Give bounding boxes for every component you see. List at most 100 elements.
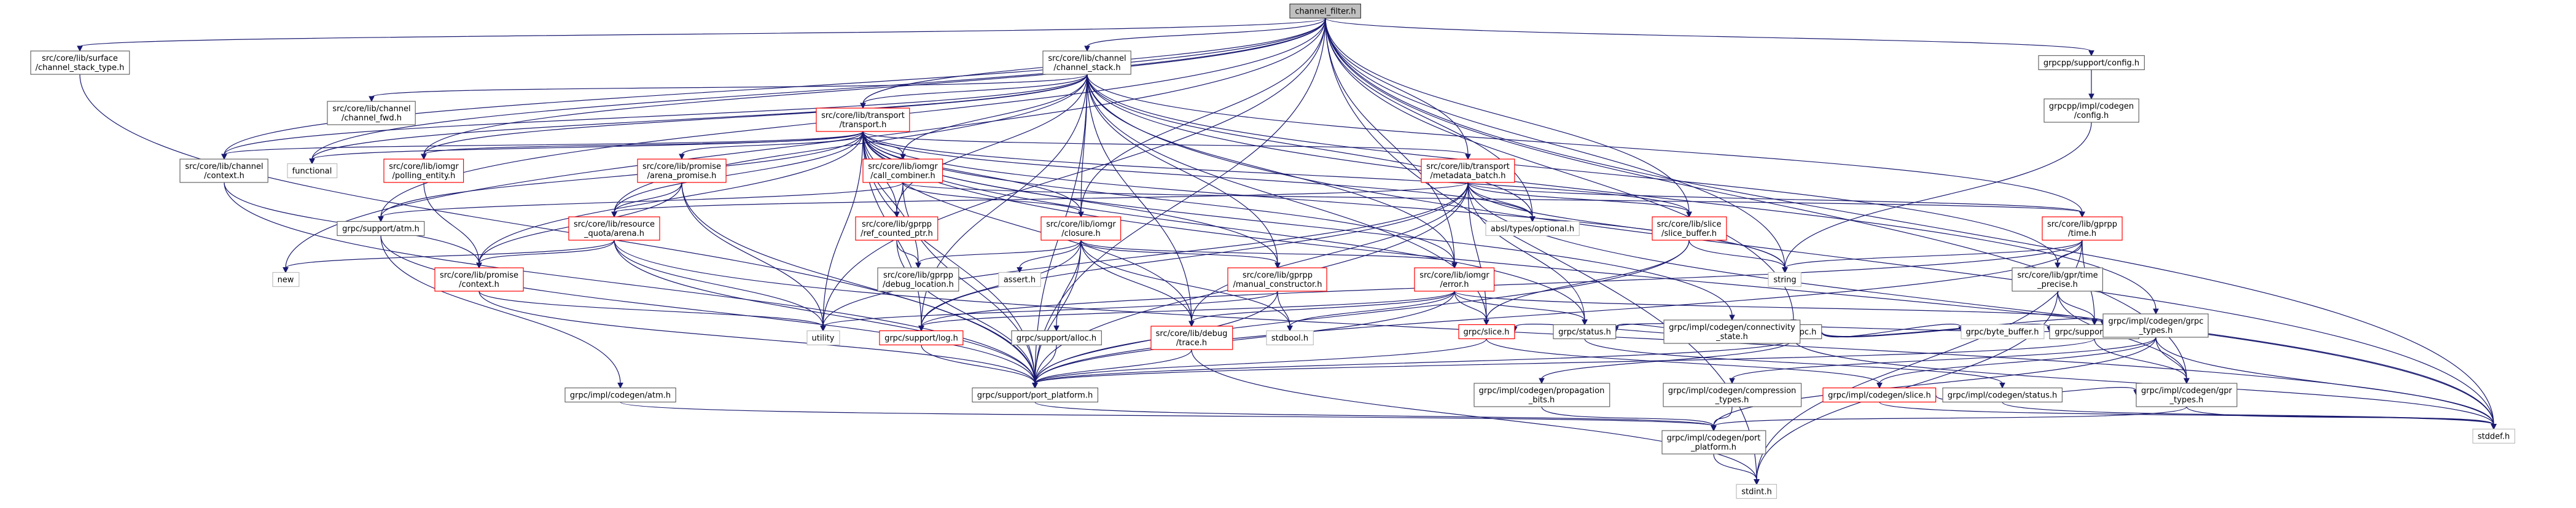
edge-root-to-chstack	[1087, 18, 1326, 47]
node-refptr[interactable]: src/core/lib/gprpp/ref_counted_ptr.h	[855, 216, 939, 241]
node-arena-promise[interactable]: src/core/lib/promise/arena_promise.h	[637, 158, 727, 183]
node-log[interactable]: grpc/support/log.h	[879, 330, 964, 346]
node-label: src/core/lib/resource	[574, 220, 655, 229]
edge-error-to-status	[1454, 291, 1585, 321]
node-grpcpp-config[interactable]: grpcpp/support/config.h	[2038, 55, 2145, 71]
node-chcontext[interactable]: src/core/lib/channel/context.h	[179, 158, 268, 183]
node-box	[1652, 216, 1727, 241]
edge-arrowhead	[369, 96, 375, 103]
node-label: src/core/lib/iomgr	[389, 162, 459, 171]
node-gtime[interactable]: src/core/lib/gprpp/time.h	[2042, 216, 2123, 241]
node-slice-buffer[interactable]: src/core/lib/slice/slice_buffer.h	[1652, 216, 1727, 241]
node-box	[1458, 324, 1515, 340]
node-label: grpc/support/log.h	[884, 334, 958, 343]
edge-arrowhead	[1078, 211, 1084, 218]
node-compression[interactable]: grpc/impl/codegen/compression_types.h	[1663, 383, 1802, 407]
node-pcontext[interactable]: src/core/lib/promise/context.h	[434, 267, 524, 292]
node-debug-loc[interactable]: src/core/lib/gprpp/debug_location.h	[877, 267, 959, 292]
node-box	[1011, 330, 1102, 346]
edge-arrowhead	[1188, 321, 1195, 327]
node-status[interactable]: grpc/status.h	[1553, 324, 1617, 340]
node-string[interactable]: string	[1768, 272, 1801, 287]
edge-metadata_batch-to-status	[1467, 182, 1585, 321]
node-impl-status[interactable]: grpc/impl/codegen/status.h	[1942, 387, 2063, 403]
node-chstack[interactable]: src/core/lib/channel/channel_stack.h	[1042, 50, 1131, 75]
node-box	[1736, 483, 1778, 499]
node-label: _platform.h	[1690, 443, 1736, 452]
node-grpc-types[interactable]: grpc/impl/codegen/grpc_types.h	[2102, 313, 2209, 338]
node-slice[interactable]: grpc/slice.h	[1458, 324, 1515, 340]
node-new[interactable]: new	[272, 272, 300, 287]
node-propagation[interactable]: grpc/impl/codegen/propagation_bits.h	[1473, 383, 1610, 407]
node-functional[interactable]: functional	[287, 163, 338, 179]
node-port-platform[interactable]: grpc/support/port_platform.h	[972, 387, 1099, 403]
node-label: /slice_buffer.h	[1661, 229, 1717, 238]
edge-atm-to-impl_atm	[380, 235, 621, 384]
node-gpr-time-precise[interactable]: src/core/lib/gpr/time_precise.h	[2012, 267, 2103, 292]
node-atm[interactable]: grpc/support/atm.h	[337, 221, 425, 236]
edge-grpc_h-to-propagation	[1541, 338, 1794, 380]
node-label: src/core/lib/transport	[1426, 162, 1510, 171]
node-box	[568, 216, 660, 241]
edge-transport-to-metadata_batch	[862, 131, 1469, 155]
edge-chstack-to-refptr	[896, 74, 1088, 213]
node-stdint[interactable]: stdint.h	[1736, 483, 1778, 499]
edge-manual-to-utility	[822, 291, 1278, 327]
edge-closure-to-stdbool	[1080, 240, 1290, 327]
edge-root-to-polling	[423, 18, 1326, 155]
node-polling[interactable]: src/core/lib/iomgr/polling_entity.h	[383, 158, 464, 183]
edge-slice-to-port_platform	[1034, 338, 1487, 385]
edge-arena_promise-to-port_platform	[681, 182, 1036, 384]
node-closure[interactable]: src/core/lib/iomgr/closure.h	[1040, 216, 1122, 241]
node-label: src/core/lib/gpr/time	[2017, 271, 2098, 280]
node-label: /manual_constructor.h	[1233, 280, 1322, 289]
node-label: _types.h	[2139, 326, 2173, 335]
node-label: /trace.h	[1176, 338, 1207, 348]
node-call-combiner[interactable]: src/core/lib/iomgr/call_combiner.h	[862, 158, 943, 183]
node-alloc[interactable]: grpc/support/alloc.h	[1011, 330, 1102, 346]
node-label: _state.h	[1715, 332, 1748, 342]
edge-slice_buffer-to-slice	[1486, 240, 1690, 321]
node-arena[interactable]: src/core/lib/resource_quota/arena.h	[568, 216, 660, 241]
node-label: grpcpp/impl/codegen	[2049, 102, 2134, 111]
edge-arena-to-utility	[614, 240, 824, 327]
node-transport[interactable]: src/core/lib/transport/transport.h	[816, 107, 910, 132]
node-utility[interactable]: utility	[806, 330, 840, 346]
node-error[interactable]: src/core/lib/iomgr/error.h	[1414, 267, 1495, 292]
edge-chstack-to-gpr_time_precise	[1087, 74, 2058, 264]
edge-arrowhead	[2088, 93, 2094, 100]
node-label: assert.h	[1004, 276, 1036, 285]
node-metadata-batch[interactable]: src/core/lib/transport/metadata_batch.h	[1421, 158, 1515, 183]
node-manual[interactable]: src/core/lib/gprpp/manual_constructor.h	[1227, 267, 1327, 292]
edge-root-to-optional	[1325, 18, 1533, 217]
edge-chstack-to-call_combiner	[902, 74, 1088, 155]
node-chfwd[interactable]: src/core/lib/channel/channel_fwd.h	[327, 101, 416, 125]
edge-transport-to-atm	[380, 131, 864, 217]
node-label: channel_filter.h	[1295, 7, 1356, 17]
node-impl-slice[interactable]: grpc/impl/codegen/slice.h	[1822, 387, 1937, 403]
node-surface[interactable]: src/core/lib/surface/channel_stack_type.…	[30, 50, 130, 75]
node-impl-port[interactable]: grpc/impl/codegen/port_platform.h	[1661, 430, 1766, 455]
node-byte-buffer[interactable]: grpc/byte_buffer.h	[1961, 324, 2045, 340]
node-assert[interactable]: assert.h	[998, 272, 1041, 287]
node-stddef[interactable]: stddef.h	[2472, 428, 2515, 444]
edge-atm-to-port_platform	[380, 235, 1036, 384]
edge-arrowhead	[1686, 211, 1692, 218]
edge-polling-to-pcontext	[423, 182, 480, 264]
node-connectivity[interactable]: grpc/impl/codegen/connectivity_state.h	[1663, 319, 1801, 344]
node-gpr-types[interactable]: grpc/impl/codegen/gpr_types.h	[2136, 383, 2238, 407]
node-impl-config[interactable]: grpcpp/impl/codegen/config.h	[2043, 98, 2139, 123]
edge-transport-to-pcontext	[478, 131, 864, 264]
node-box	[434, 267, 524, 292]
edge-arrowhead	[378, 216, 384, 222]
node-box	[1661, 430, 1766, 455]
node-impl-atm[interactable]: grpc/impl/codegen/atm.h	[564, 387, 676, 403]
node-optional[interactable]: absl/types/optional.h	[1485, 221, 1580, 236]
node-trace[interactable]: src/core/lib/debug/trace.h	[1150, 326, 1233, 350]
node-box	[179, 158, 268, 183]
node-stdbool[interactable]: stdbool.h	[1266, 330, 1314, 346]
edge-arrowhead	[1782, 267, 1788, 273]
node-label: utility	[812, 334, 835, 343]
edge-closure-to-debug_loc	[918, 240, 1082, 264]
edge-arrowhead	[611, 211, 617, 218]
